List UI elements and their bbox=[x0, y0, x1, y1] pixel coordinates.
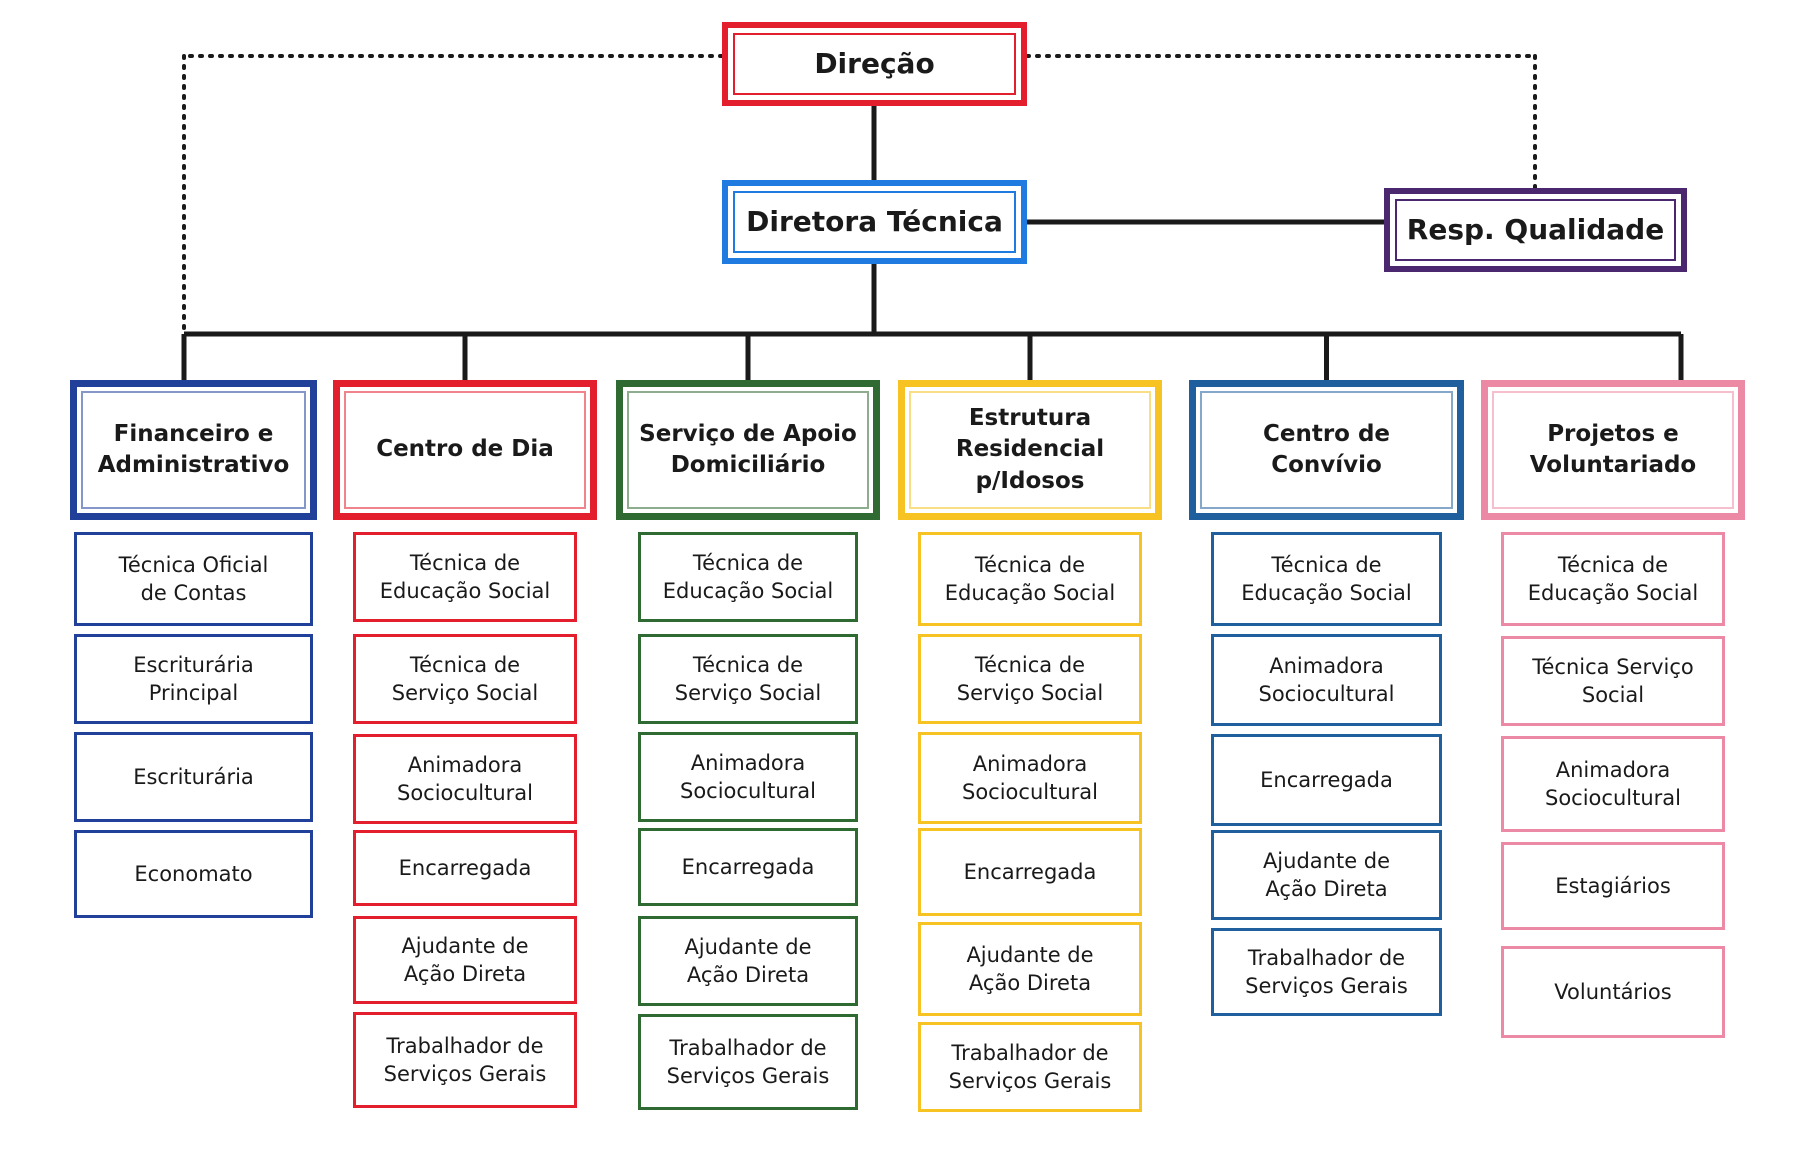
department-title: Centro de Dia bbox=[376, 436, 554, 463]
role-box: Técnica de Educação Social bbox=[353, 532, 577, 622]
role-label: Técnica de Educação Social bbox=[944, 552, 1116, 605]
role-box: Técnica de Serviço Social bbox=[918, 634, 1142, 724]
role-box: Técnica Serviço Social bbox=[1501, 636, 1725, 726]
role-label: Técnica de Serviço Social bbox=[391, 652, 539, 705]
role-label: Encarregada bbox=[1260, 767, 1393, 792]
role-box: Escriturária Principal bbox=[74, 634, 313, 724]
role-label: Trabalhador de Serviços Gerais bbox=[666, 1035, 830, 1088]
role-box: Trabalhador de Serviços Gerais bbox=[1211, 928, 1442, 1016]
department-title: Projetos e Voluntariado bbox=[1529, 420, 1697, 478]
role-box: Encarregada bbox=[353, 830, 577, 906]
role-label: Ajudante de Ação Direta bbox=[1262, 848, 1391, 901]
role-label: Voluntários bbox=[1554, 979, 1672, 1004]
department-box: Serviço de Apoio Domiciliário bbox=[616, 380, 880, 520]
role-label: Ajudante de Ação Direta bbox=[684, 934, 812, 987]
department-box: Centro de Convívio bbox=[1189, 380, 1464, 520]
role-box: Ajudante de Ação Direta bbox=[918, 922, 1142, 1016]
role-box: Técnica de Serviço Social bbox=[638, 634, 858, 724]
department-box: Projetos e Voluntariado bbox=[1481, 380, 1745, 520]
diretora-tecnica-label: Diretora Técnica bbox=[746, 205, 1003, 239]
department-box: Centro de Dia bbox=[333, 380, 597, 520]
resp-qualidade-label: Resp. Qualidade bbox=[1406, 213, 1665, 247]
direcao-label: Direção bbox=[814, 47, 935, 81]
role-label: Animadora Sociocultural bbox=[1545, 757, 1681, 810]
role-label: Animadora Sociocultural bbox=[962, 751, 1098, 804]
role-label: Técnica de Educação Social bbox=[1241, 552, 1412, 605]
role-label: Encarregada bbox=[398, 855, 532, 880]
role-box: Ajudante de Ação Direta bbox=[638, 916, 858, 1006]
role-box: Técnica de Educação Social bbox=[1211, 532, 1442, 626]
department-title: Financeiro e Administrativo bbox=[97, 420, 290, 478]
role-box: Trabalhador de Serviços Gerais bbox=[918, 1022, 1142, 1112]
role-label: Técnica de Serviço Social bbox=[674, 652, 822, 705]
department-title: Serviço de Apoio Domiciliário bbox=[639, 420, 857, 478]
role-box: Trabalhador de Serviços Gerais bbox=[353, 1012, 577, 1108]
role-label: Economato bbox=[134, 861, 253, 886]
role-box: Ajudante de Ação Direta bbox=[1211, 830, 1442, 920]
role-box: Encarregada bbox=[918, 828, 1142, 916]
role-label: Escriturária bbox=[133, 764, 254, 789]
role-label: Técnica de Educação Social bbox=[1527, 552, 1699, 605]
role-box: Encarregada bbox=[638, 828, 858, 906]
role-box: Escriturária bbox=[74, 732, 313, 822]
role-label: Encarregada bbox=[681, 854, 815, 879]
role-box: Animadora Sociocultural bbox=[353, 734, 577, 824]
role-box: Encarregada bbox=[1211, 734, 1442, 826]
department-box: Estrutura Residencial p/Idosos bbox=[898, 380, 1162, 520]
role-box: Ajudante de Ação Direta bbox=[353, 916, 577, 1004]
role-label: Técnica de Educação Social bbox=[379, 550, 551, 603]
role-box: Trabalhador de Serviços Gerais bbox=[638, 1014, 858, 1110]
role-box: Economato bbox=[74, 830, 313, 918]
role-label: Animadora Sociocultural bbox=[1258, 653, 1395, 706]
role-box: Técnica de Educação Social bbox=[1501, 532, 1725, 626]
department-box: Financeiro e Administrativo bbox=[70, 380, 317, 520]
role-box: Estagiários bbox=[1501, 842, 1725, 930]
role-label: Encarregada bbox=[963, 859, 1097, 884]
diretora-tecnica-box: Diretora Técnica bbox=[722, 180, 1027, 264]
role-box: Técnica de Educação Social bbox=[918, 532, 1142, 626]
role-box: Animadora Sociocultural bbox=[1501, 736, 1725, 832]
role-box: Animadora Sociocultural bbox=[638, 732, 858, 822]
role-box: Animadora Sociocultural bbox=[1211, 634, 1442, 726]
role-label: Animadora Sociocultural bbox=[397, 752, 533, 805]
direcao-box: Direção bbox=[722, 22, 1027, 106]
role-label: Estagiários bbox=[1555, 873, 1671, 898]
role-label: Trabalhador de Serviços Gerais bbox=[1245, 945, 1408, 998]
role-box: Voluntários bbox=[1501, 946, 1725, 1038]
role-box: Técnica de Serviço Social bbox=[353, 634, 577, 724]
role-label: Ajudante de Ação Direta bbox=[966, 942, 1094, 995]
role-label: Trabalhador de Serviços Gerais bbox=[383, 1033, 547, 1086]
role-label: Técnica Serviço Social bbox=[1532, 654, 1694, 707]
role-label: Técnica Oficial de Contas bbox=[118, 552, 269, 605]
role-box: Técnica Oficial de Contas bbox=[74, 532, 313, 626]
role-label: Animadora Sociocultural bbox=[680, 750, 816, 803]
role-box: Animadora Sociocultural bbox=[918, 732, 1142, 824]
department-title: Estrutura Residencial p/Idosos bbox=[955, 405, 1105, 494]
role-label: Técnica de Serviço Social bbox=[956, 652, 1104, 705]
resp-qualidade-box: Resp. Qualidade bbox=[1384, 188, 1687, 272]
role-label: Trabalhador de Serviços Gerais bbox=[948, 1040, 1112, 1093]
role-label: Ajudante de Ação Direta bbox=[401, 933, 529, 986]
department-title: Centro de Convívio bbox=[1262, 420, 1391, 478]
role-label: Escriturária Principal bbox=[133, 652, 254, 705]
role-box: Técnica de Educação Social bbox=[638, 532, 858, 622]
role-label: Técnica de Educação Social bbox=[662, 550, 834, 603]
